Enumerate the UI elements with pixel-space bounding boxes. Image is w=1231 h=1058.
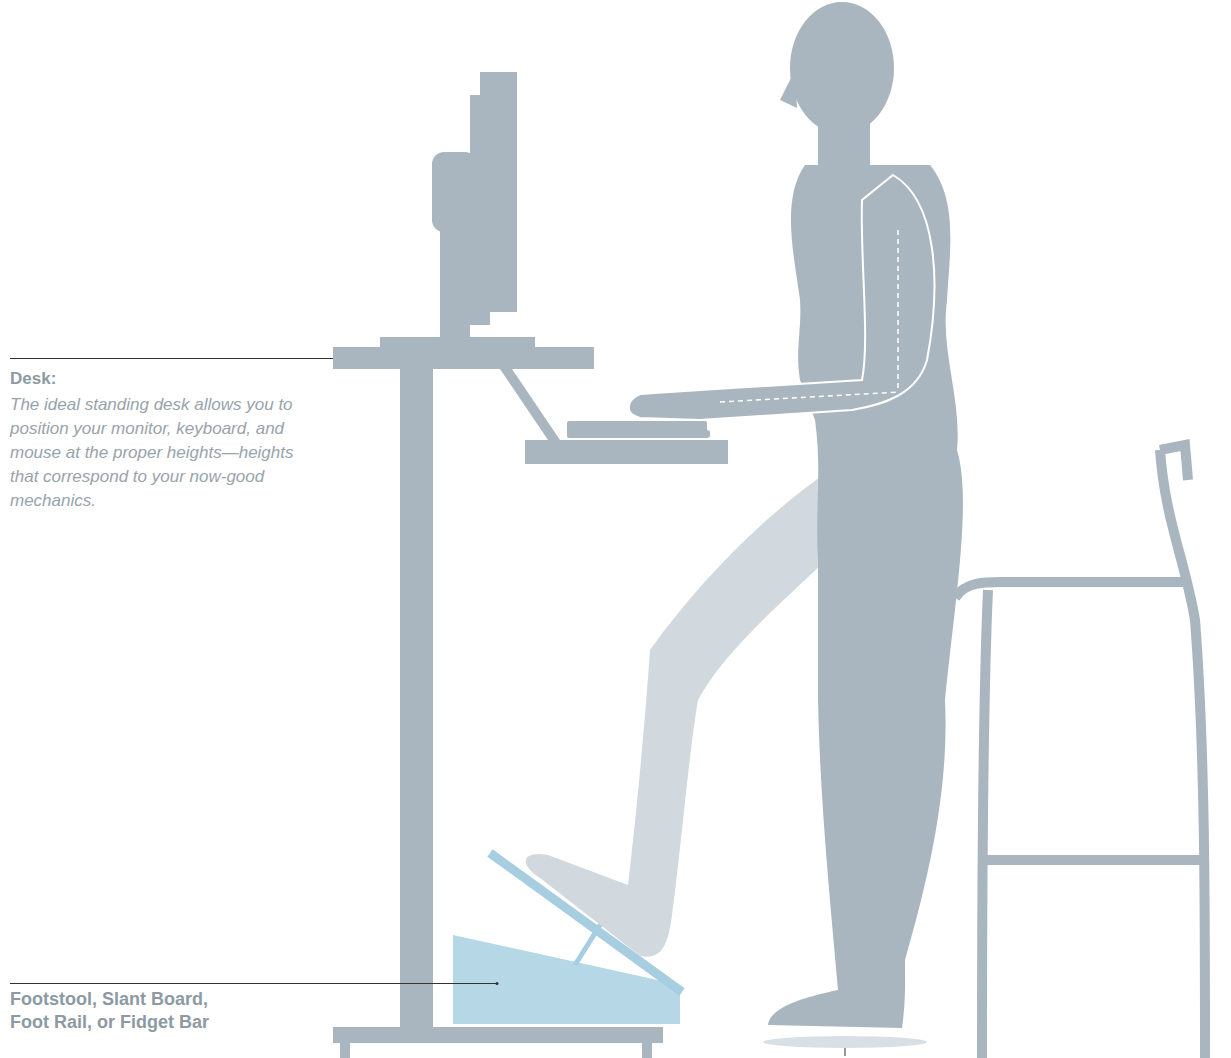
floor-mat — [763, 1036, 927, 1048]
person — [629, 2, 963, 1028]
leader-dot — [496, 982, 499, 985]
raised-leg — [526, 470, 830, 957]
leader-line — [845, 1048, 846, 1056]
leader-line — [10, 358, 365, 359]
callout-heading: Footstool, Slant Board, Foot Rail, or Fi… — [10, 988, 230, 1034]
monitor — [432, 72, 517, 340]
callout-note: The ideal standing desk allows you to po… — [10, 393, 300, 513]
leader-line — [10, 983, 497, 984]
bar-stool — [955, 445, 1205, 1058]
callout-heading: Desk: — [10, 368, 310, 390]
